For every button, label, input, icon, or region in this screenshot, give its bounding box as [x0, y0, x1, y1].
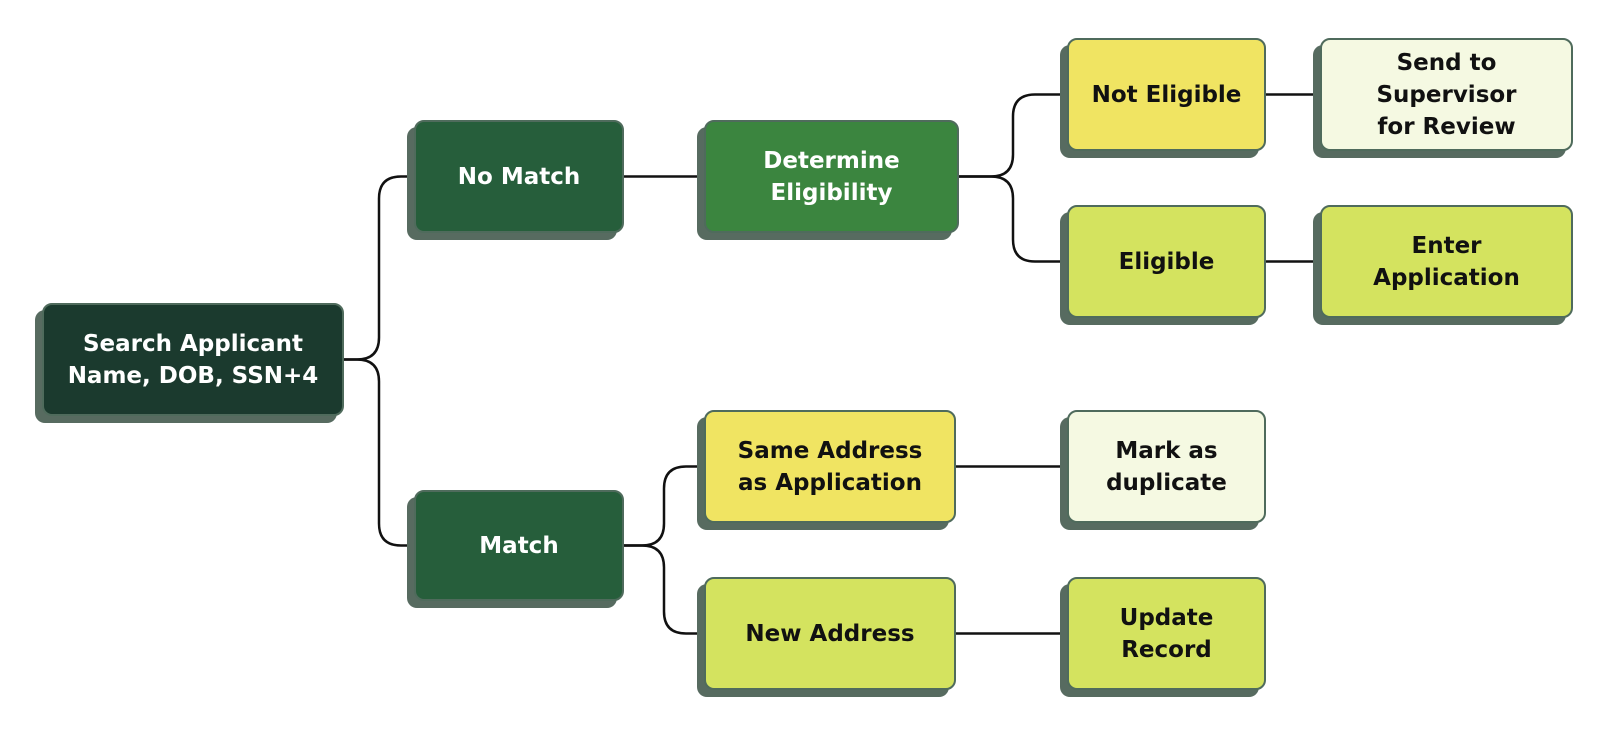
no-match-label: No Match: [457, 163, 581, 190]
send-to-supervisor-node: Send to Supervisor for Review: [1320, 38, 1573, 151]
no-match-node: No Match: [414, 120, 624, 233]
enter-application-node: Enter Application: [1320, 205, 1573, 318]
connector-search-to-match: [344, 358, 414, 547]
connector-determine-to-not-eligible: [959, 93, 1067, 178]
connector-determine-to-eligible: [959, 175, 1067, 263]
mark-as-duplicate-node: Mark as duplicate: [1067, 410, 1266, 523]
not-eligible-label: Not Eligible: [1091, 81, 1242, 108]
not-eligible-node: Not Eligible: [1067, 38, 1266, 151]
determine-eligibility-label: Determine Eligibility: [763, 147, 900, 206]
update-record-label: Update Record: [1119, 604, 1214, 663]
mark-as-duplicate-label: Mark as duplicate: [1106, 437, 1227, 496]
connector-match-to-new-address: [624, 544, 704, 635]
connector-match-to-same-address: [624, 465, 704, 547]
connector-search-to-no-match: [344, 175, 414, 361]
new-address-node: New Address: [704, 577, 956, 690]
search-applicant-label: Search Applicant Name, DOB, SSN+4: [67, 330, 319, 389]
match-label: Match: [479, 532, 559, 559]
same-address-label: Same Address as Application: [737, 437, 923, 496]
eligible-node: Eligible: [1067, 205, 1266, 318]
enter-application-label: Enter Application: [1373, 232, 1520, 291]
same-address-node: Same Address as Application: [704, 410, 956, 523]
match-node: Match: [414, 490, 624, 601]
new-address-label: New Address: [745, 620, 915, 647]
send-to-supervisor-label: Send to Supervisor for Review: [1376, 49, 1517, 140]
eligible-label: Eligible: [1118, 248, 1215, 275]
determine-eligibility-node: Determine Eligibility: [704, 120, 959, 233]
search-applicant-node: Search Applicant Name, DOB, SSN+4: [42, 303, 344, 416]
update-record-node: Update Record: [1067, 577, 1266, 690]
